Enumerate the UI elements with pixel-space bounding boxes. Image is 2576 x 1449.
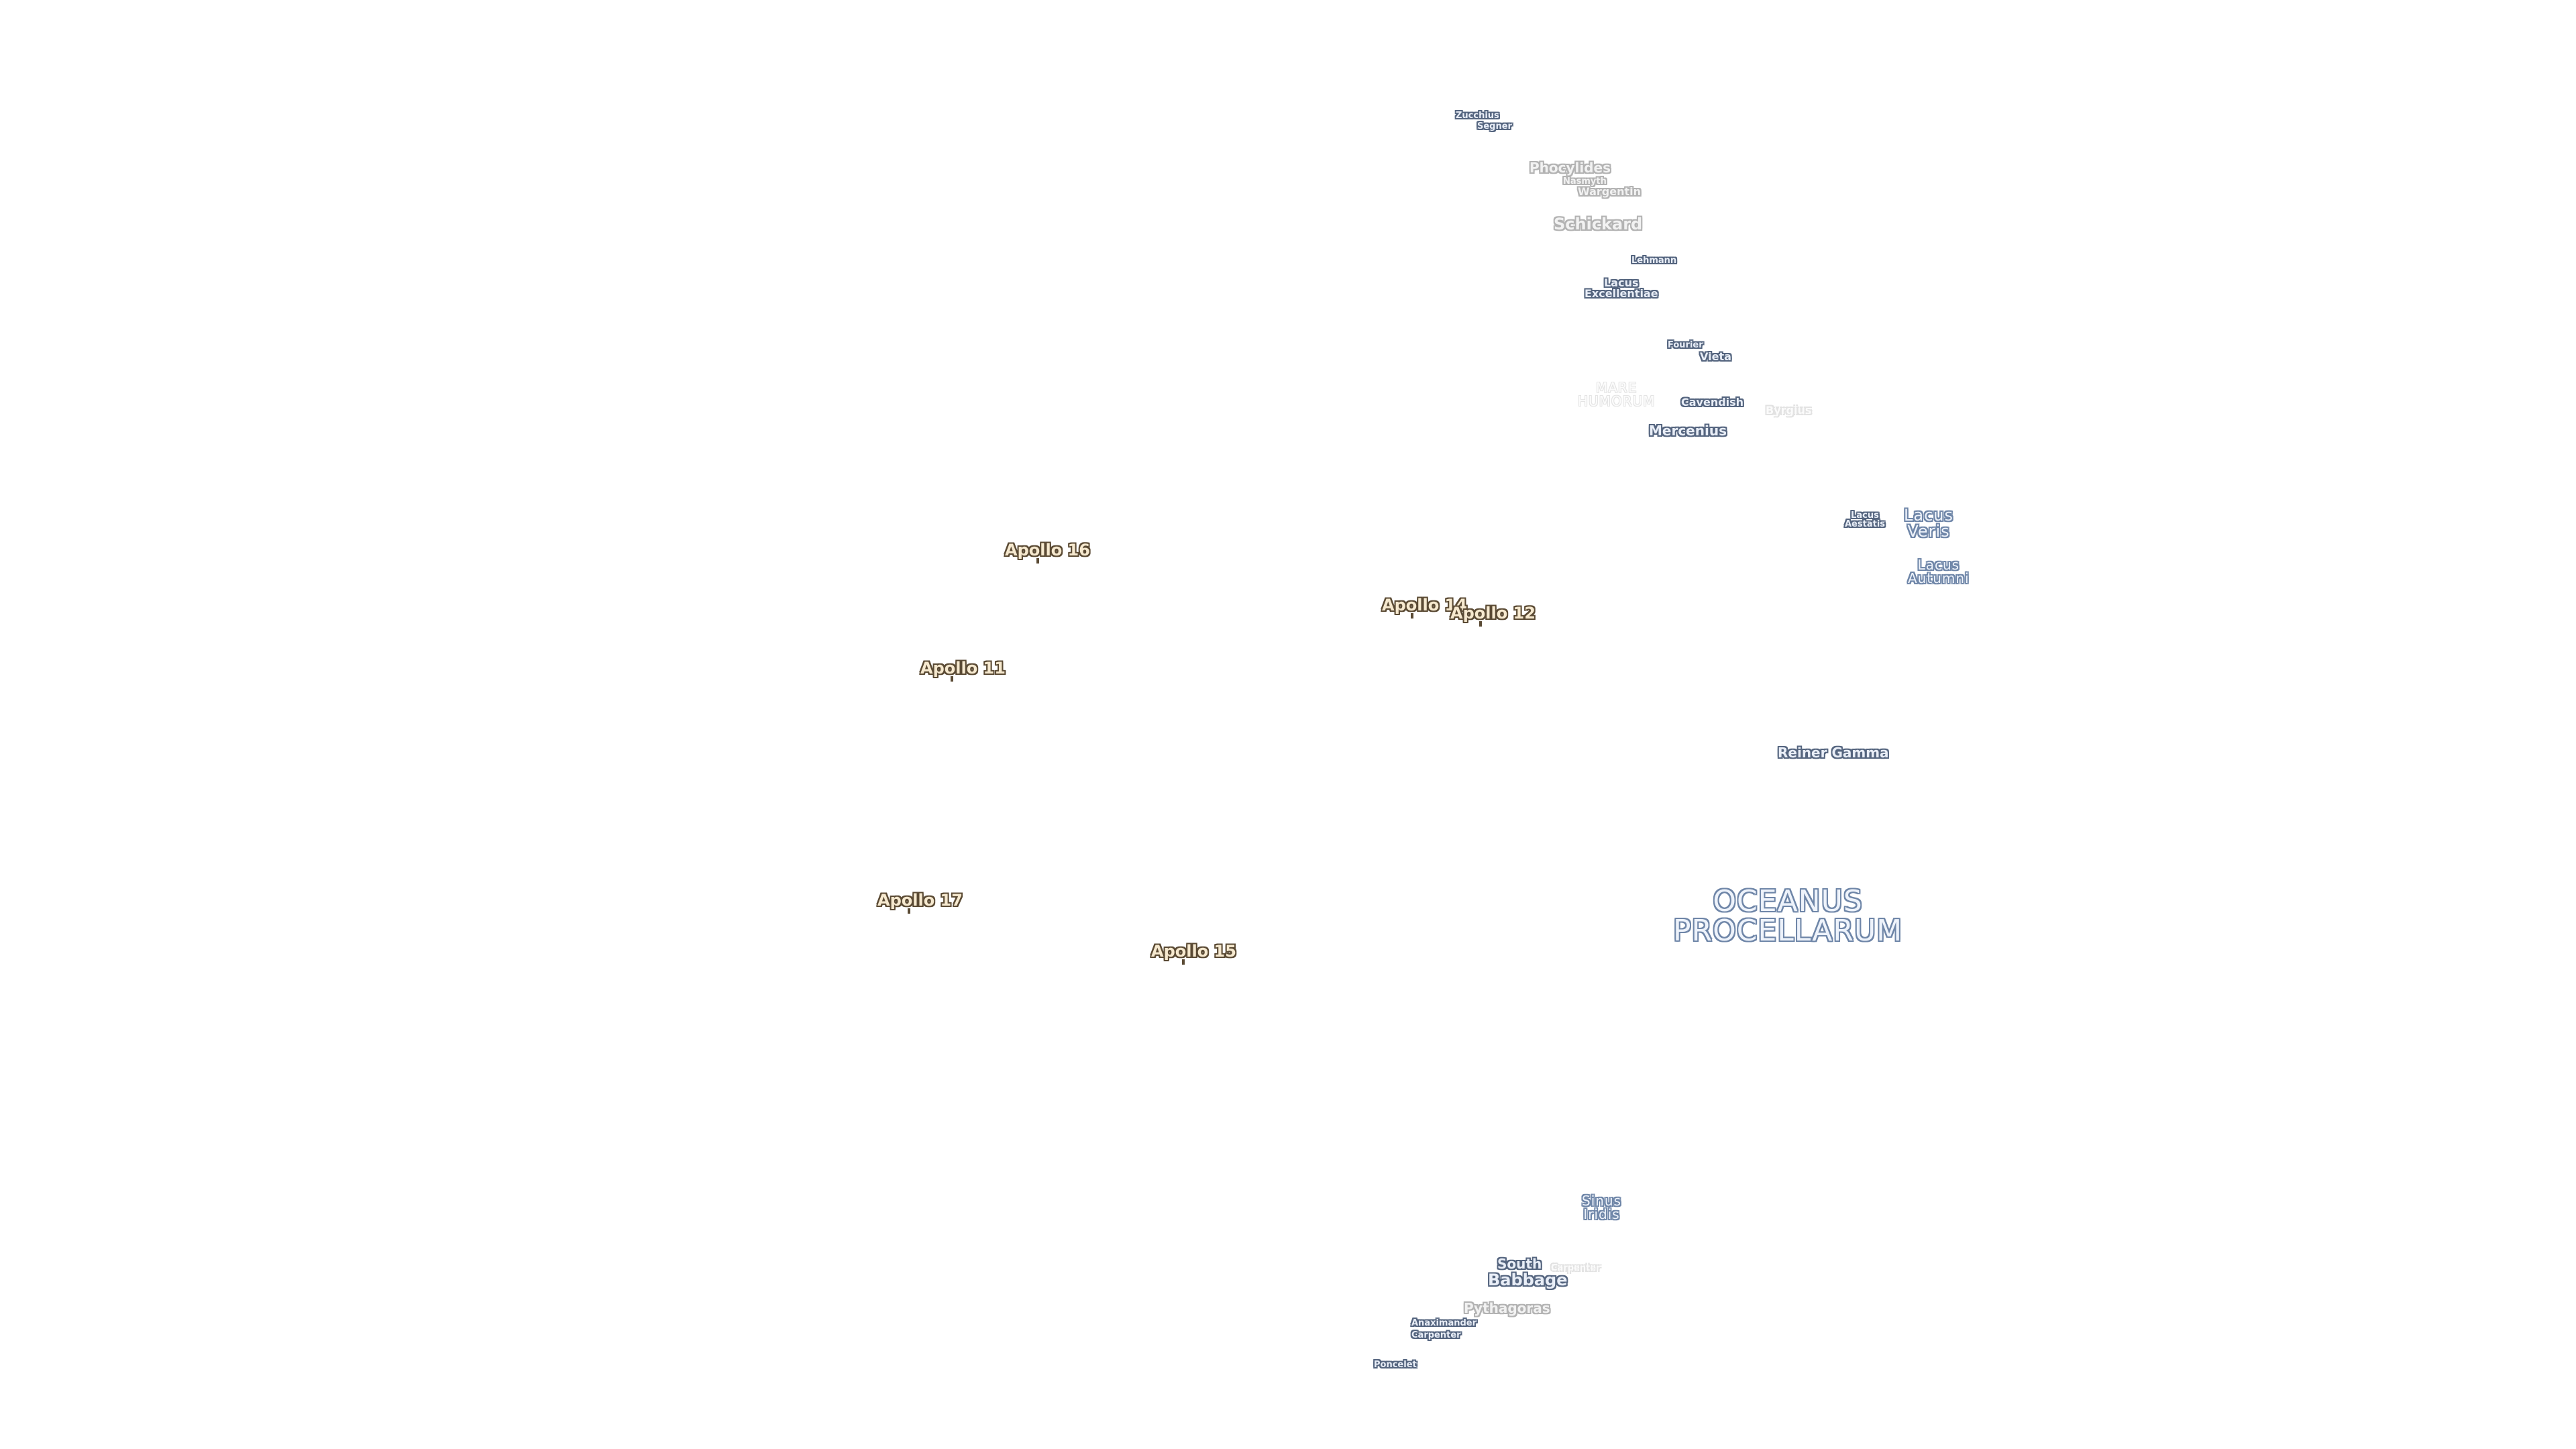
apollo-14-marker[interactable]	[1411, 613, 1413, 619]
label-schickard: Schickard	[1554, 215, 1643, 233]
apollo-12-marker[interactable]	[1479, 621, 1482, 627]
label-lacus-aestatis: Lacus Aestatis	[1845, 511, 1886, 529]
label-lacus-veris: Lacus Veris	[1904, 506, 1953, 541]
apollo-16-marker[interactable]	[1036, 558, 1039, 564]
label-lacus-excellentiae: Lacus Excellentiae	[1585, 276, 1658, 300]
label-zucchius: Zucchius	[1456, 111, 1499, 121]
label-vieta: Vieta	[1700, 350, 1731, 363]
apollo-14-label[interactable]: Apollo 14	[1382, 596, 1467, 614]
label-carpenter-faint: Carpenter	[1551, 1263, 1601, 1273]
apollo-17-label[interactable]: Apollo 17	[877, 891, 963, 910]
label-carpenter: Carpenter	[1411, 1330, 1461, 1340]
label-phocylides: Phocylides	[1529, 160, 1611, 176]
label-wargentin: Wargentin	[1578, 185, 1641, 198]
label-sinus-iridis: Sinus Iridis	[1582, 1193, 1622, 1222]
label-babbage: Babbage	[1488, 1271, 1568, 1289]
apollo-15-label[interactable]: Apollo 15	[1151, 942, 1236, 961]
label-lehmann: Lehmann	[1631, 256, 1677, 266]
label-segner: Segner	[1477, 121, 1512, 131]
label-reiner-gamma: Reiner Gamma	[1778, 745, 1889, 761]
label-mercenius: Mercenius	[1649, 423, 1727, 439]
label-fourier: Fourier	[1668, 340, 1703, 350]
apollo-12-label[interactable]: Apollo 12	[1450, 604, 1536, 623]
apollo-17-marker[interactable]	[908, 908, 910, 914]
label-cavendish: Cavendish	[1681, 396, 1744, 409]
apollo-11-label[interactable]: Apollo 11	[920, 659, 1006, 678]
label-oceanus-procellarum: OCEANUS PROCELLARUM	[1673, 884, 1903, 948]
apollo-16-label[interactable]: Apollo 16	[1005, 541, 1090, 559]
apollo-15-marker[interactable]	[1182, 959, 1185, 965]
label-poncelet: Poncelet	[1374, 1360, 1417, 1370]
label-nasmyth: Nasmyth	[1563, 176, 1607, 186]
label-pythagoras: Pythagoras	[1464, 1300, 1550, 1316]
label-mare-humorum: MARE HUMORUM	[1578, 380, 1656, 409]
label-byrgius: Byrgius	[1766, 404, 1812, 417]
label-south: South	[1497, 1256, 1542, 1272]
label-anaximander: Anaximander	[1411, 1318, 1477, 1328]
apollo-11-marker[interactable]	[951, 676, 953, 682]
label-lacus-autumni: Lacus Autumni	[1908, 557, 1970, 586]
